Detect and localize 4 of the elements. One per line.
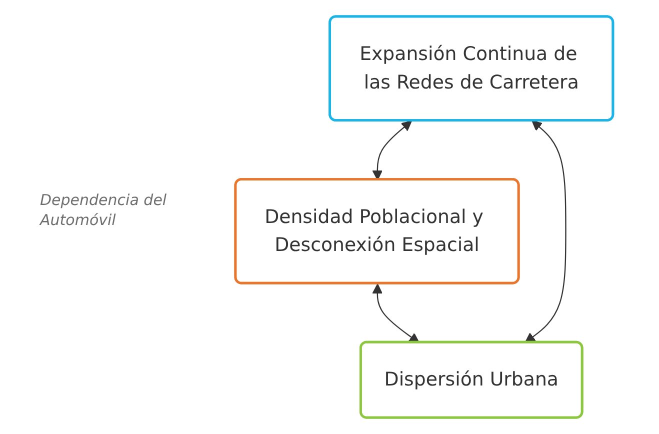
arrow — [372, 120, 412, 180]
arrow — [372, 284, 420, 344]
arrow — [525, 120, 567, 343]
note-text: Dependencia del Automóvil — [40, 190, 168, 230]
